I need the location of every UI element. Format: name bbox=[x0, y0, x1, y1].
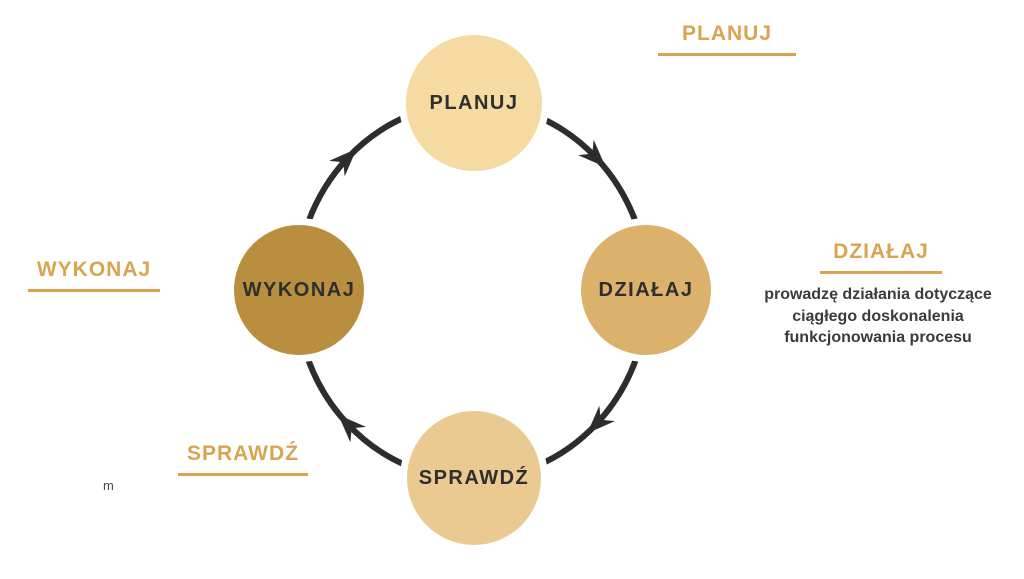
annotation-dzialaj-label: DZIAŁAJ bbox=[820, 240, 942, 274]
node-dzialaj: DZIAŁAJ bbox=[574, 218, 718, 362]
annotation-planuj-label: PLANUJ bbox=[658, 22, 796, 56]
annotation-dzialaj-description: prowadzę działania dotyczące ciągłego do… bbox=[764, 286, 992, 347]
node-sprawdz: SPRAWDŹ bbox=[400, 404, 548, 552]
node-wykonaj: WYKONAJ bbox=[227, 218, 371, 362]
node-planuj-label: PLANUJ bbox=[429, 91, 519, 114]
arrow-bottom-right-icon bbox=[587, 405, 615, 434]
node-sprawdz-label: SPRAWDŹ bbox=[418, 466, 530, 489]
arrow-top-left-icon bbox=[329, 148, 357, 177]
watermark-text: m bbox=[103, 478, 114, 493]
arrow-top-right-icon bbox=[578, 139, 606, 168]
node-planuj: PLANUJ bbox=[399, 28, 549, 178]
annotation-wykonaj-label: WYKONAJ bbox=[28, 258, 160, 292]
node-wykonaj-label: WYKONAJ bbox=[242, 278, 356, 301]
annotation-sprawdz-label: SPRAWDŹ bbox=[178, 442, 308, 476]
node-dzialaj-label: DZIAŁAJ bbox=[598, 278, 694, 301]
arrow-bottom-left-icon bbox=[338, 414, 366, 443]
